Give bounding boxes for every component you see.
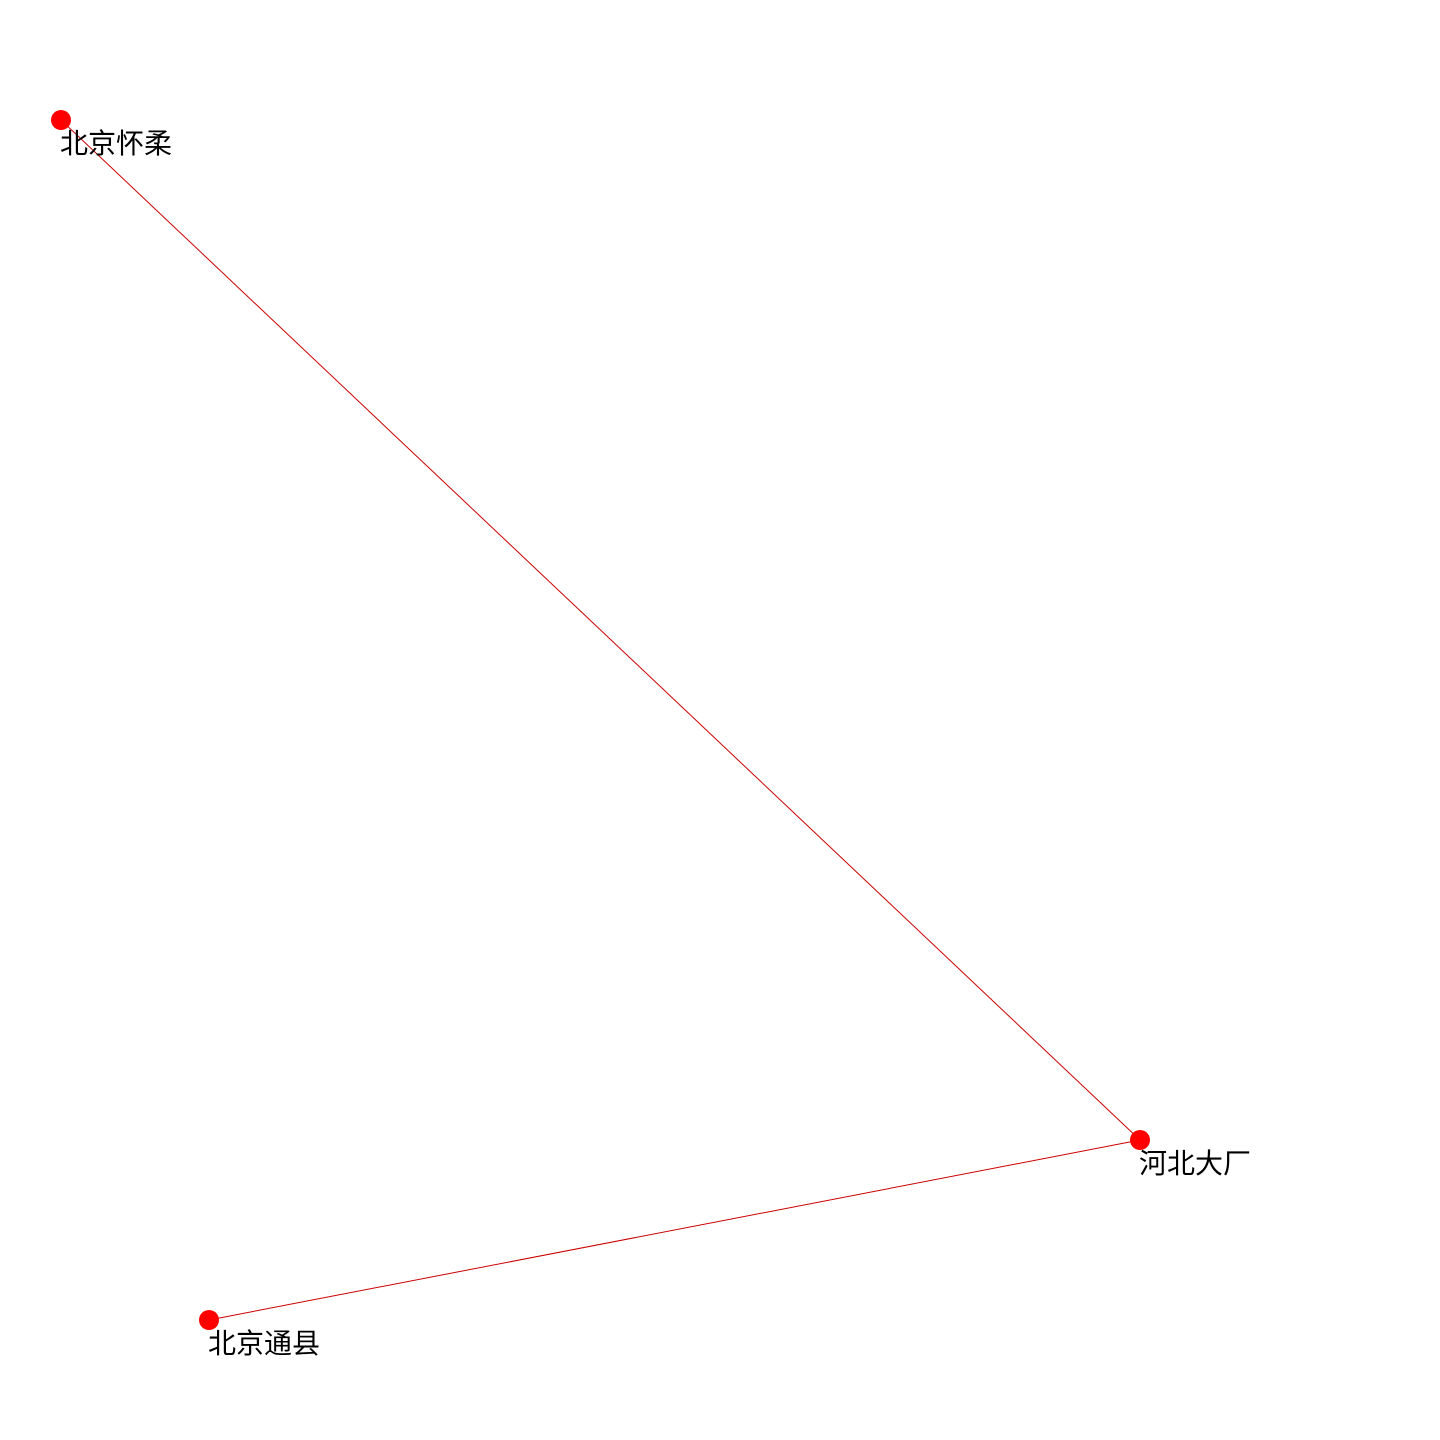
node-label-huairou: 北京怀柔 [60, 127, 172, 160]
edge-huairou-dachang [60, 119, 1141, 1141]
node-label-dachang: 河北大厂 [1139, 1147, 1251, 1180]
node-huairou[interactable] [51, 110, 71, 130]
node-tongxian[interactable] [199, 1310, 219, 1330]
edge-tongxian-dachang [208, 1139, 1141, 1321]
node-dachang[interactable] [1130, 1130, 1150, 1150]
node-label-tongxian: 北京通县 [208, 1327, 320, 1360]
nodes-layer [51, 110, 1150, 1330]
edges-layer [60, 119, 1141, 1321]
